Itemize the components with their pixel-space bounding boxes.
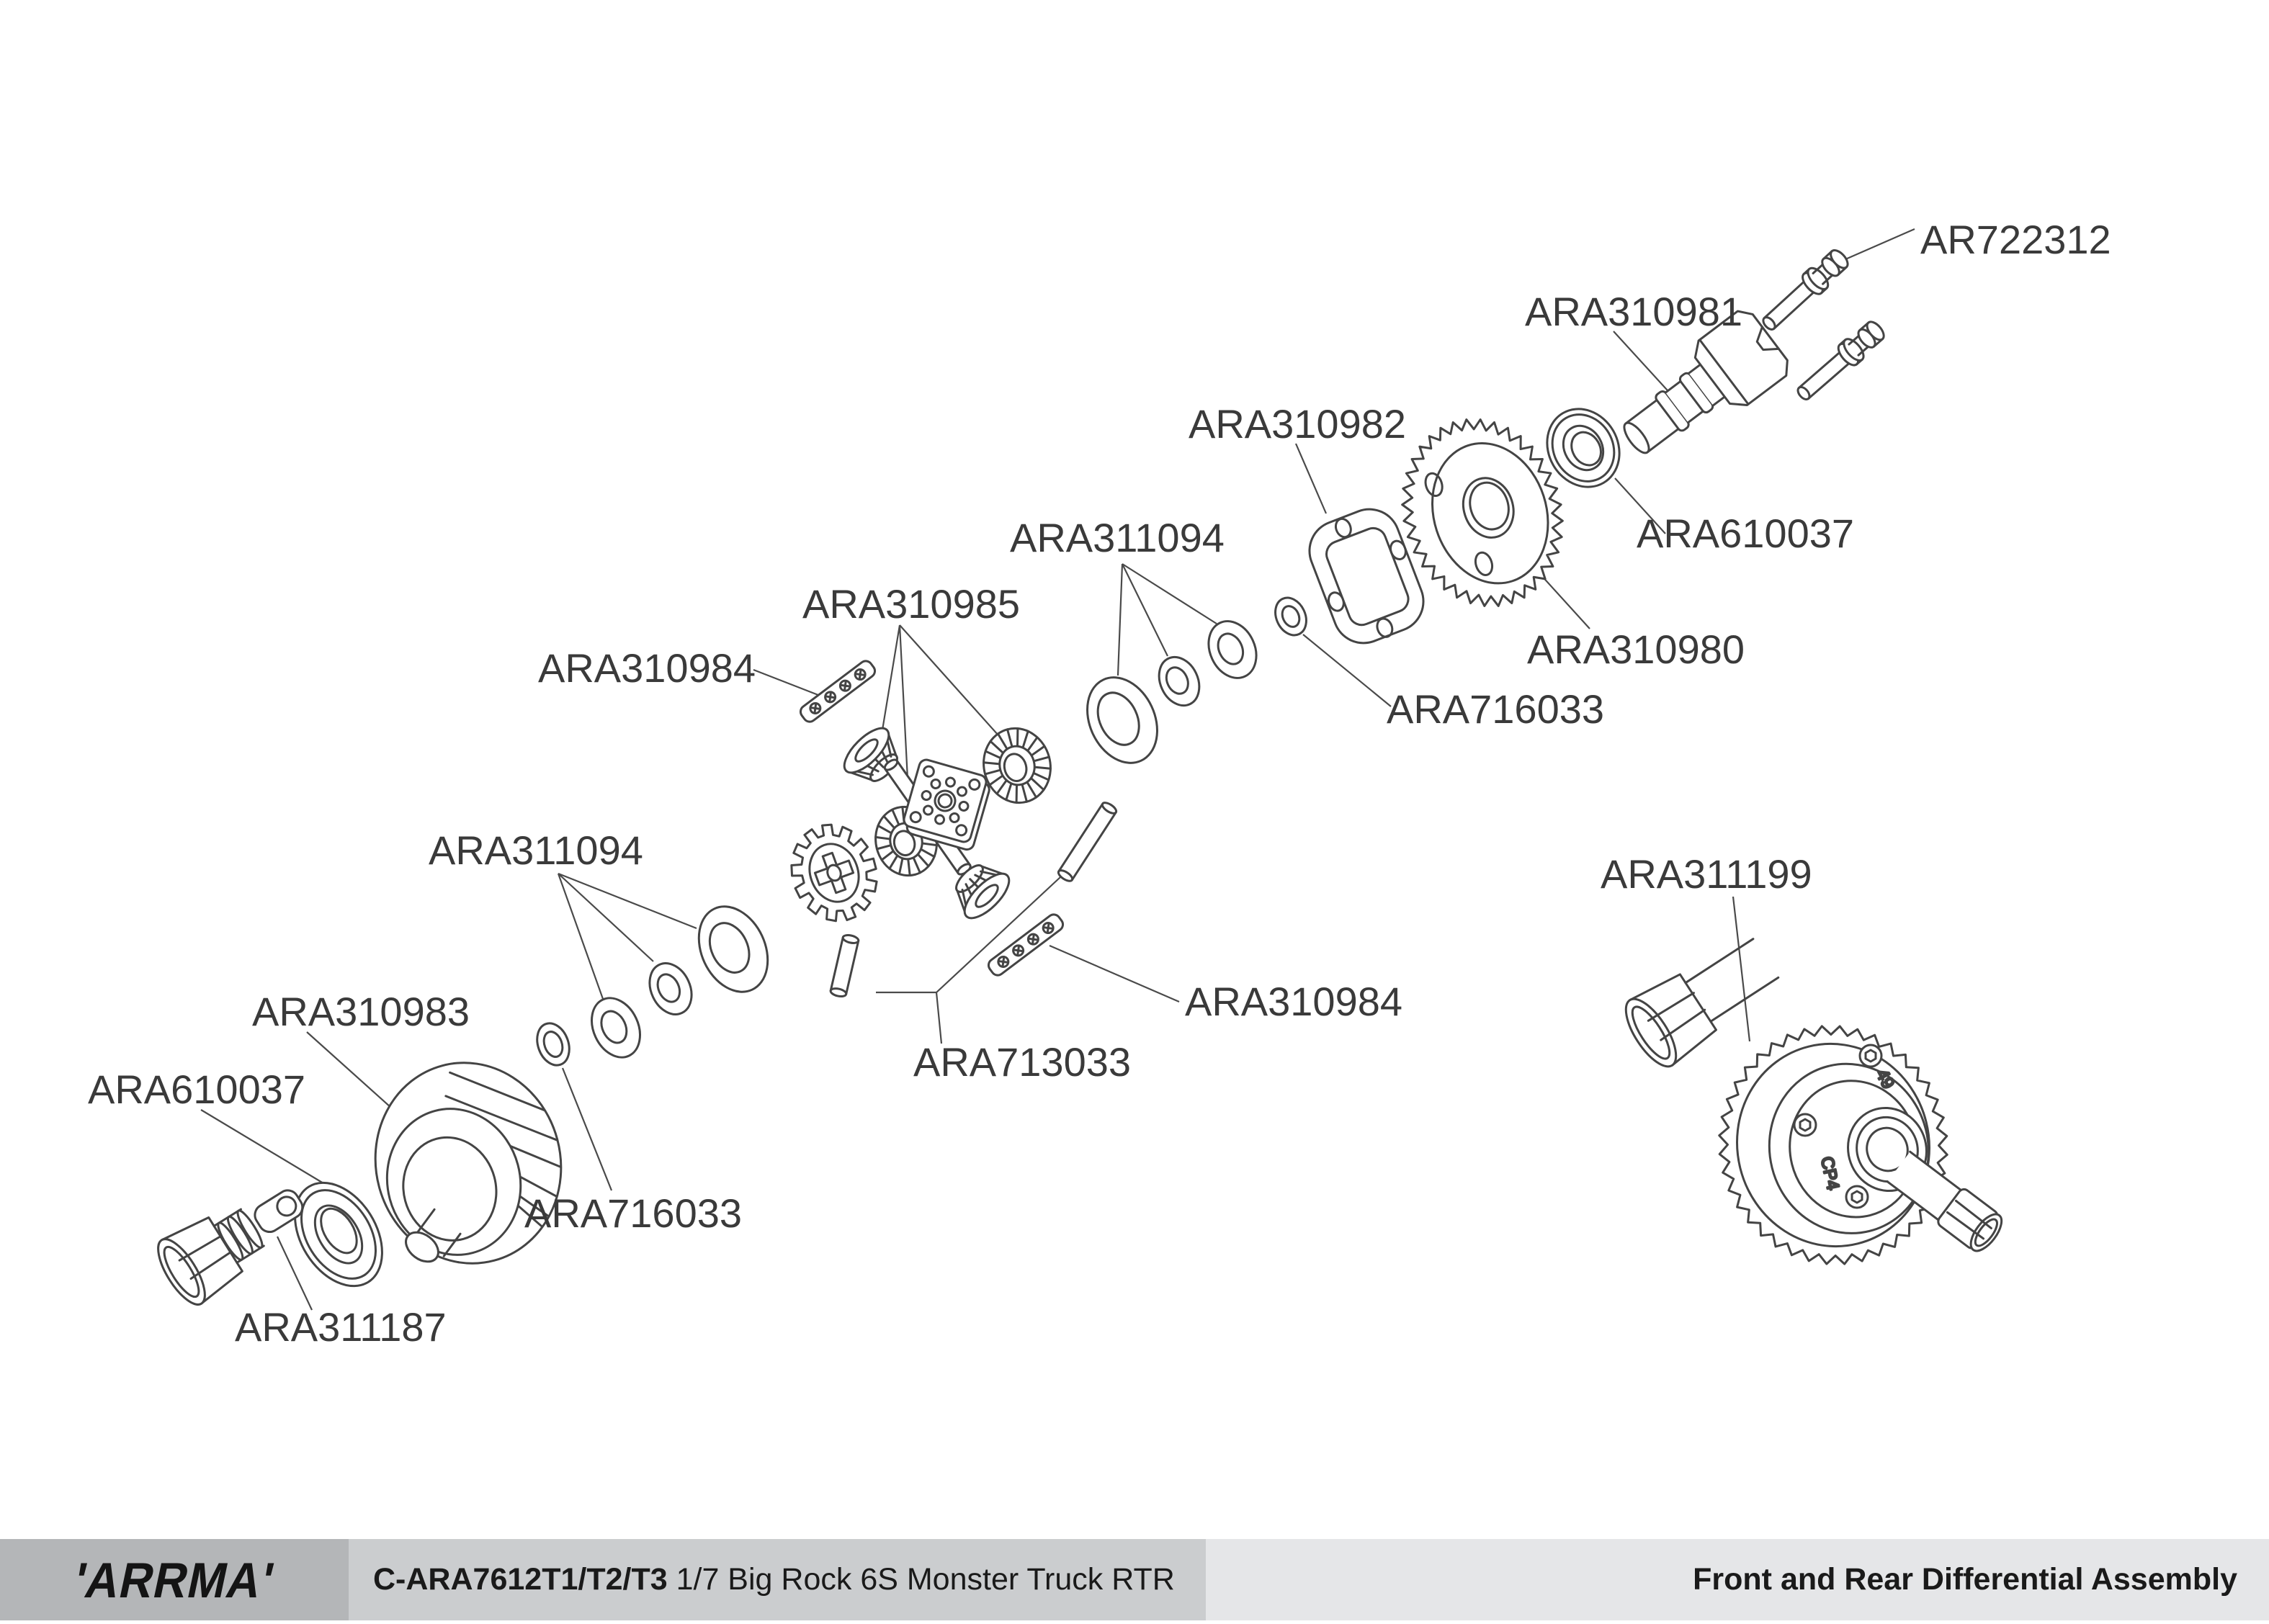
leader-ara310984-right — [1049, 944, 1180, 1003]
leader-ara610037-left — [200, 1109, 324, 1184]
leader-ara311094-center — [1116, 563, 1217, 676]
leader-ara310981 — [1613, 331, 1675, 398]
leader-ara311199 — [1732, 896, 1751, 1042]
shim-washer-left — [536, 1022, 570, 1067]
leader-ara713033 — [876, 876, 1061, 1044]
washer-set-left — [591, 905, 769, 1059]
part-label-ara311187: ARA311187 — [235, 1304, 447, 1350]
outdrive-cup — [157, 1189, 304, 1306]
part-label-ara610037-left: ARA610037 — [88, 1067, 305, 1112]
diff-output-gear-right — [983, 727, 1052, 804]
leader-ara716033-left — [561, 1067, 613, 1191]
footer-bar: 'ARRMA' C-ARA7612T1/T2/T3 1/7 Big Rock 6… — [0, 1539, 2269, 1620]
footer-sku: C-ARA7612T1/T2/T3 — [373, 1562, 668, 1597]
bearing-right — [1546, 408, 1621, 488]
screw-pin-2 — [1791, 316, 1889, 408]
part-label-ara716033-right: ARA716033 — [1387, 686, 1604, 732]
diff-gasket — [1308, 508, 1425, 645]
bearing-left — [294, 1181, 383, 1288]
diff-pin-left — [829, 934, 860, 998]
leader-ara310982 — [1294, 443, 1328, 514]
footer-assembly-title: Front and Rear Differential Assembly — [1693, 1562, 2237, 1597]
leader-lines — [200, 228, 1915, 1311]
leader-ar722312 — [1845, 228, 1915, 261]
part-label-ara310983: ARA310983 — [252, 989, 470, 1034]
part-label-ara310984-right: ARA310984 — [1185, 979, 1402, 1024]
cover-screw — [1793, 1113, 1817, 1137]
part-label-ara310984-left: ARA310984 — [538, 645, 756, 691]
part-label-ara716033-left: ARA716033 — [524, 1190, 742, 1236]
leader-ara310983 — [306, 1031, 399, 1115]
washer-set-center — [1086, 620, 1258, 764]
leader-ara716033-right — [1302, 634, 1392, 707]
part-label-ara310982: ARA310982 — [1189, 401, 1406, 447]
shim-screw-strip-b — [985, 910, 1067, 979]
leader-ara311187 — [277, 1236, 313, 1311]
part-label-ara310981: ARA310981 — [1525, 289, 1742, 334]
diff-pin-right — [1057, 802, 1118, 882]
footer-product-name: 1/7 Big Rock 6S Monster Truck RTR — [667, 1562, 1175, 1597]
leader-ara310980 — [1539, 573, 1590, 629]
part-label-ara713033: ARA713033 — [913, 1039, 1131, 1085]
part-label-ar722312: AR722312 — [1920, 217, 2111, 262]
part-label-ara311199: ARA311199 — [1601, 851, 1812, 897]
part-label-ara310980: ARA310980 — [1527, 627, 1745, 672]
cover-screw — [1845, 1185, 1869, 1209]
part-label-ara610037-right: ARA610037 — [1637, 511, 1854, 556]
arrma-logo: 'ARRMA' — [68, 1551, 280, 1608]
part-label-ara311094-left: ARA311094 — [429, 827, 643, 873]
shim-washer-right — [1274, 596, 1307, 637]
part-labels: AR722312 ARA310981 ARA310982 ARA610037 A… — [88, 217, 2111, 1350]
screw-pin-1 — [1755, 244, 1853, 337]
footer-sku-bar: C-ARA7612T1/T2/T3 1/7 Big Rock 6S Monste… — [349, 1539, 1206, 1620]
part-label-ara310985: ARA310985 — [802, 581, 1020, 627]
diff-outdrive-coupler — [1623, 310, 1789, 454]
diff-housing — [374, 1051, 583, 1265]
diff-cross-plate — [903, 758, 990, 851]
cover-screw — [1858, 1044, 1883, 1068]
sun-gear — [790, 823, 878, 923]
leader-ara310984-left — [753, 668, 823, 698]
part-label-ara311094-center: ARA311094 — [1010, 515, 1225, 560]
arrma-logo-block: 'ARRMA' — [0, 1539, 349, 1620]
assembled-differential: CP4 49 — [1624, 938, 2003, 1265]
leader-ara610037-right — [1614, 477, 1666, 534]
leader-ara311094-left — [557, 872, 697, 1000]
footer-assembly-bar: Front and Rear Differential Assembly — [1206, 1539, 2269, 1620]
ring-gear — [1401, 418, 1564, 607]
